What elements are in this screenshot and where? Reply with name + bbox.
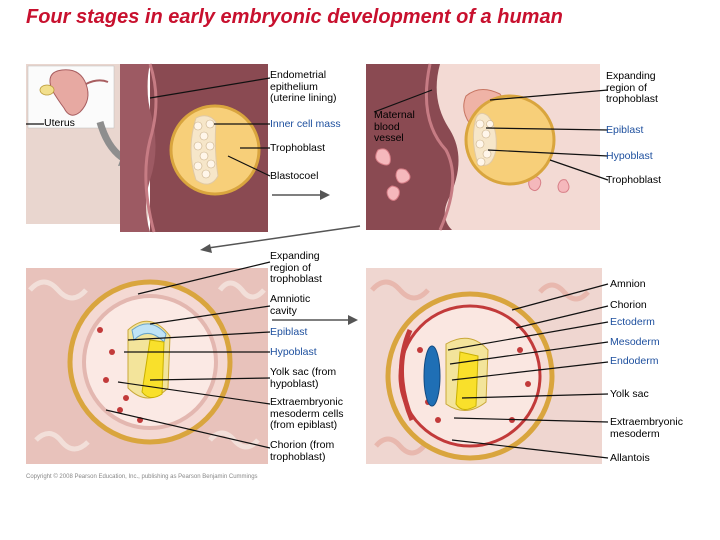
label-expanding-region-3: Expanding region of trophoblast <box>270 250 322 285</box>
label-extraembryonic-mesoderm: Extraembryonic mesoderm <box>610 416 683 440</box>
leader-extraembryonic-3 <box>117 381 271 405</box>
label-hypoblast-2: Hypoblast <box>606 150 653 162</box>
page-title: Four stages in early embryonic developme… <box>26 6 563 28</box>
leader-allantois <box>451 439 609 459</box>
label-amnion: Amnion <box>610 278 646 290</box>
label-mesoderm: Mesoderm <box>610 336 660 348</box>
leader-blastocoel <box>227 155 271 177</box>
leader-endoderm <box>451 361 609 381</box>
label-endometrial-epithelium: Endometrial epithelium (uterine lining) <box>270 69 337 104</box>
leader-extraembryonic-4 <box>453 417 609 423</box>
label-endoderm: Endoderm <box>610 355 659 367</box>
label-yolk-sac-4: Yolk sac <box>610 388 649 400</box>
leader-endometrial <box>149 77 271 99</box>
leader-mesoderm <box>449 341 609 365</box>
ovary-shape <box>39 84 55 96</box>
leader-yolk-sac-4 <box>461 393 609 399</box>
leader-amniotic <box>149 305 271 325</box>
label-blastocoel: Blastocoel <box>270 170 319 182</box>
label-amniotic-cavity: Amniotic cavity <box>270 293 311 317</box>
leader-expanding-3 <box>137 261 271 295</box>
label-expanding-region-2: Expanding region of trophoblast <box>606 70 658 105</box>
label-yolk-sac-3: Yolk sac (from hypoblast) <box>270 366 337 390</box>
label-hypoblast-3: Hypoblast <box>270 346 317 358</box>
panel-4-artwork <box>366 268 602 464</box>
label-trophoblast-1: Trophoblast <box>270 142 326 154</box>
leader-trophoblast-2 <box>549 159 609 181</box>
label-ectoderm: Ectoderm <box>610 316 655 328</box>
leader-yolk-sac-3 <box>149 377 271 381</box>
label-uterus: Uterus <box>44 117 75 129</box>
panel-3-artwork <box>26 268 268 464</box>
label-epiblast-2: Epiblast <box>606 124 644 136</box>
label-chorion-3: Chorion (from trophoblast) <box>270 439 335 463</box>
label-allantois: Allantois <box>610 452 650 464</box>
uterus-shape <box>49 69 89 116</box>
copyright-notice: Copyright © 2008 Pearson Education, Inc.… <box>26 474 258 480</box>
leader-epiblast-3 <box>127 331 271 341</box>
leader-chorion-4 <box>515 305 609 329</box>
stage-arrow-2 <box>200 225 361 253</box>
leader-epiblast-2 <box>485 127 609 131</box>
panel-1-artwork <box>26 63 268 233</box>
label-epiblast-3: Epiblast <box>270 326 308 338</box>
label-chorion-4: Chorion <box>610 299 647 311</box>
leader-chorion-3 <box>105 409 271 449</box>
leader-expanding-2 <box>489 89 609 101</box>
label-trophoblast-2: Trophoblast <box>606 174 662 186</box>
leader-hypoblast-2 <box>487 149 609 157</box>
label-inner-cell-mass: Inner cell mass <box>270 118 341 130</box>
stage-arrow-1 <box>272 190 330 200</box>
leader-maternal-vessel <box>373 89 433 113</box>
panel-2-artwork <box>366 63 600 231</box>
amniotic-cavity-blue <box>423 345 441 407</box>
leader-amnion <box>511 283 609 311</box>
label-extraembryonic-mesoderm-cells: Extraembryonic mesoderm cells (from epib… <box>270 396 344 431</box>
label-maternal-blood-vessel: Maternal blood vessel <box>374 109 415 144</box>
leader-ectoderm <box>447 321 609 351</box>
stage-arrow-3 <box>272 315 358 325</box>
